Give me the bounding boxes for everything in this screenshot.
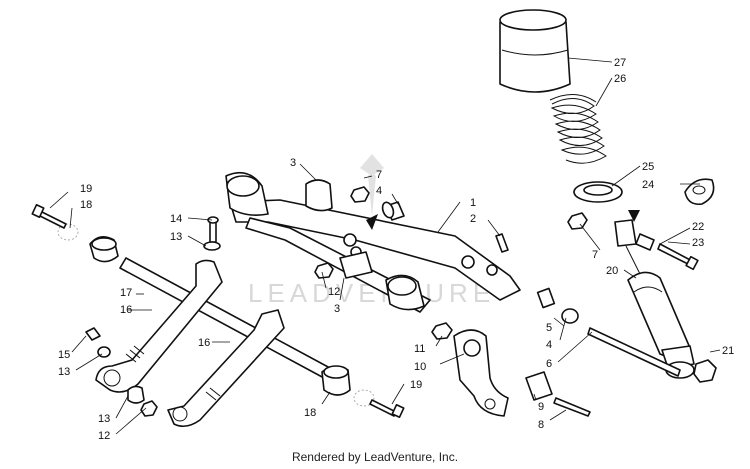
bump-stop-boot[interactable] bbox=[499, 9, 571, 93]
shock-washer[interactable] bbox=[684, 178, 715, 206]
callout-5[interactable]: 5 bbox=[546, 322, 552, 334]
callout-25[interactable]: 25 bbox=[642, 161, 654, 173]
bracket-nut[interactable] bbox=[431, 322, 453, 340]
end-cap-left[interactable] bbox=[89, 236, 119, 263]
callout-19[interactable]: 19 bbox=[410, 379, 422, 391]
callout-15[interactable]: 15 bbox=[58, 349, 70, 361]
pivot-shaft[interactable] bbox=[587, 327, 681, 377]
callout-13[interactable]: 13 bbox=[58, 366, 70, 378]
callout-17[interactable]: 17 bbox=[120, 287, 132, 299]
torque-link-left[interactable] bbox=[95, 259, 223, 393]
lock-nut-lower[interactable] bbox=[693, 359, 717, 383]
callout-13[interactable]: 13 bbox=[170, 231, 182, 243]
callout-20[interactable]: 20 bbox=[606, 265, 618, 277]
callout-23[interactable]: 23 bbox=[692, 237, 704, 249]
callout-6[interactable]: 6 bbox=[546, 358, 552, 370]
callout-27[interactable]: 27 bbox=[614, 57, 626, 69]
end-bolt-left[interactable] bbox=[31, 203, 67, 229]
bracket-bolt[interactable] bbox=[553, 397, 591, 417]
callout-16[interactable]: 16 bbox=[120, 304, 132, 316]
callout-19[interactable]: 19 bbox=[80, 183, 92, 195]
end-cap-right[interactable] bbox=[321, 365, 351, 396]
callout-24[interactable]: 24 bbox=[642, 179, 654, 191]
callout-13[interactable]: 13 bbox=[98, 413, 110, 425]
callout-9[interactable]: 9 bbox=[538, 401, 544, 413]
arm-bushing-rear[interactable] bbox=[561, 308, 579, 324]
callout-7[interactable]: 7 bbox=[376, 169, 382, 181]
callout-3[interactable]: 3 bbox=[290, 157, 296, 169]
spring-retainer[interactable] bbox=[573, 181, 623, 203]
callout-labels: 27 26 25 24 22 23 7 20 21 3 7 4 1 2 12 3… bbox=[58, 57, 734, 442]
shock-bushing[interactable] bbox=[635, 233, 655, 251]
shock-nut-upper[interactable] bbox=[567, 212, 588, 230]
footer-credit: Rendered by LeadVenture, Inc. bbox=[291, 450, 459, 464]
callout-18[interactable]: 18 bbox=[304, 407, 316, 419]
link-nut-lower[interactable] bbox=[140, 400, 158, 417]
link-bolt-lower[interactable] bbox=[85, 327, 101, 341]
torque-link-right[interactable] bbox=[167, 309, 285, 428]
callout-10[interactable]: 10 bbox=[414, 361, 426, 373]
callout-12[interactable]: 12 bbox=[98, 430, 110, 442]
shock-absorber[interactable] bbox=[614, 219, 695, 379]
arm-pad-upper[interactable] bbox=[305, 179, 333, 212]
callout-22[interactable]: 22 bbox=[692, 221, 704, 233]
arm-nut-upper[interactable] bbox=[350, 186, 370, 203]
washer-left[interactable] bbox=[57, 223, 79, 241]
callout-1[interactable]: 1 bbox=[470, 197, 476, 209]
callout-12[interactable]: 12 bbox=[328, 286, 340, 298]
link-washer-top[interactable] bbox=[203, 241, 221, 251]
leader-lines bbox=[49, 57, 721, 435]
callout-4[interactable]: 4 bbox=[376, 185, 382, 197]
callout-7[interactable]: 7 bbox=[592, 249, 598, 261]
mount-bracket[interactable] bbox=[453, 329, 509, 417]
coil-spring[interactable] bbox=[549, 94, 607, 164]
link-bushing-lower[interactable] bbox=[127, 385, 145, 404]
bracket-spacer[interactable] bbox=[525, 371, 553, 401]
callout-21[interactable]: 21 bbox=[722, 345, 734, 357]
shock-bolt-upper[interactable] bbox=[657, 243, 699, 271]
callout-26[interactable]: 26 bbox=[614, 73, 626, 85]
link-bolt-top[interactable] bbox=[207, 216, 219, 243]
washer-right[interactable] bbox=[353, 389, 375, 407]
callout-11[interactable]: 11 bbox=[414, 343, 425, 355]
arm-bushing-front[interactable] bbox=[381, 201, 405, 221]
direction-arrows bbox=[366, 210, 640, 230]
end-bolt-right[interactable] bbox=[369, 399, 405, 419]
callout-16[interactable]: 16 bbox=[198, 337, 210, 349]
arm-nut-lower[interactable] bbox=[314, 262, 334, 279]
a-arm-grease-fitting[interactable] bbox=[495, 233, 509, 253]
callout-18[interactable]: 18 bbox=[80, 199, 92, 211]
callout-2[interactable]: 2 bbox=[470, 213, 476, 225]
callout-4[interactable]: 4 bbox=[546, 339, 552, 351]
arm-pad-lower[interactable] bbox=[339, 251, 373, 279]
callout-14[interactable]: 14 bbox=[170, 213, 182, 225]
callout-3[interactable]: 3 bbox=[334, 303, 340, 315]
callout-8[interactable]: 8 bbox=[538, 419, 544, 431]
a-arm[interactable] bbox=[225, 171, 556, 313]
